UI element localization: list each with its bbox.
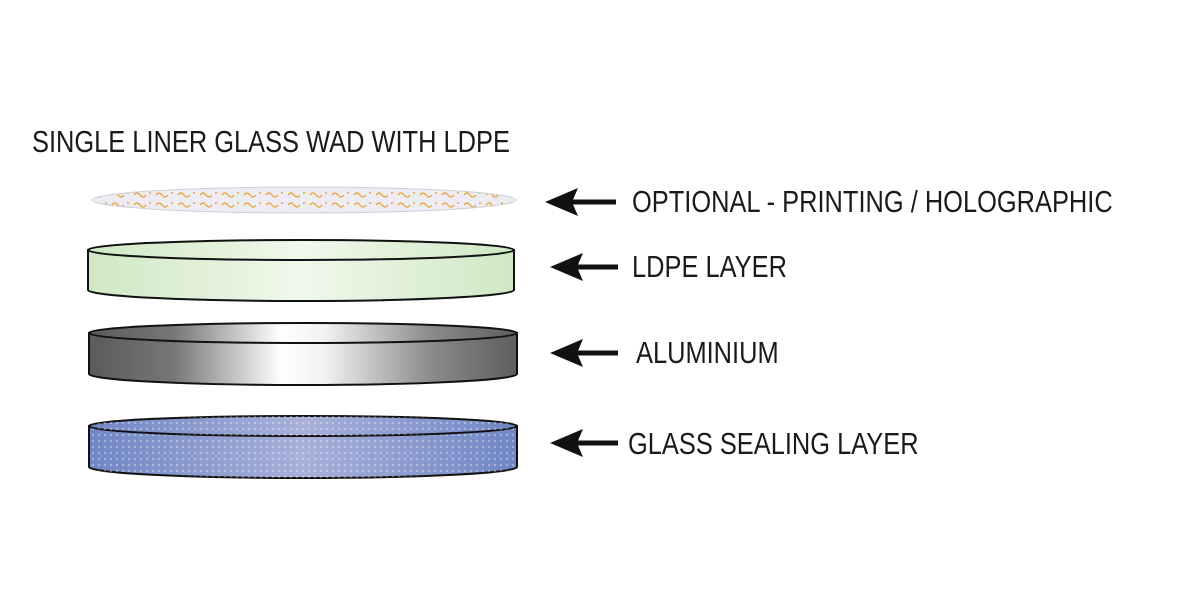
- diagram-title: SINGLE LINER GLASS WAD WITH LDPE: [32, 124, 510, 159]
- arrow-icon: [550, 253, 618, 281]
- aluminium-layer-disc: [88, 322, 518, 386]
- ldpe-layer-disc: [87, 239, 515, 302]
- layer-label-printing: OPTIONAL - PRINTING / HOLOGRAPHIC: [632, 184, 1113, 219]
- arrow-icon: [550, 339, 618, 367]
- layer-label-aluminium: ALUMINIUM: [636, 335, 779, 370]
- printing-layer-disc: [91, 186, 517, 214]
- layer-label-glass-sealing: GLASS SEALING LAYER: [628, 426, 919, 461]
- arrow-icon: [545, 188, 616, 216]
- glass-sealing-layer-disc: [88, 415, 518, 479]
- arrow-icon: [550, 429, 618, 457]
- layer-label-ldpe: LDPE LAYER: [632, 249, 787, 284]
